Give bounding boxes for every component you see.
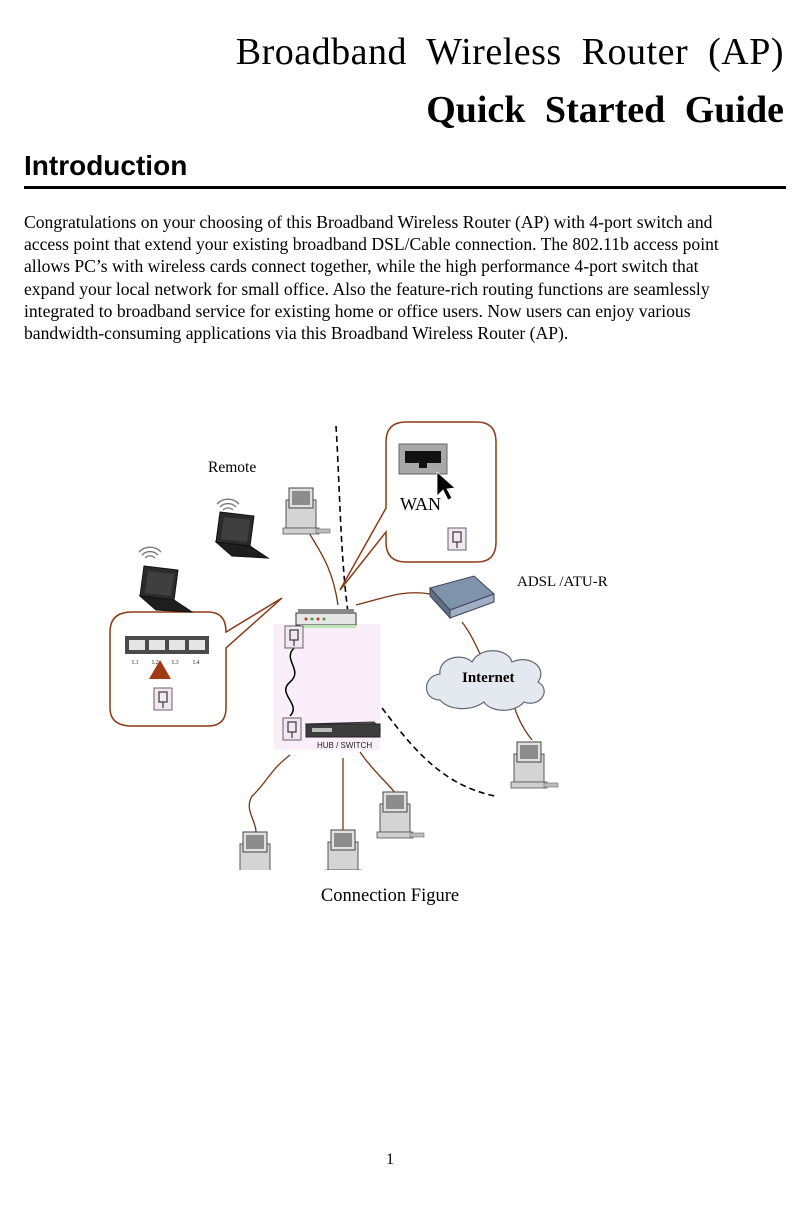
hub-switch-icon	[304, 721, 382, 738]
network-boundary-dashed	[335, 425, 496, 797]
wan-jack-icon	[447, 527, 467, 551]
lan-callout	[109, 597, 283, 727]
laptop-icon	[215, 511, 269, 559]
hub-jack-icon	[282, 717, 302, 741]
wifi-icon	[216, 498, 240, 511]
router-jack-icon	[284, 625, 304, 649]
document-subtitle: Quick Started Guide	[426, 89, 784, 131]
lan-pointer-triangle	[149, 660, 171, 679]
laptop-icon	[139, 565, 193, 613]
wifi-icon	[138, 546, 162, 559]
paragraph-line: integrated to broadband service for exis…	[24, 300, 691, 321]
paragraph-line: expand your local network for small offi…	[24, 278, 710, 299]
internet-label: Internet	[462, 670, 515, 686]
port-label: L3	[172, 660, 179, 666]
port-label: L2	[152, 660, 159, 666]
paragraph-line: Congratulations on your choosing of this…	[24, 212, 713, 232]
paragraph-line: bandwidth-consuming applications via thi…	[24, 323, 569, 344]
lan-jack-icon	[153, 687, 173, 711]
port-label: L4	[193, 660, 200, 666]
adsl-modem-icon	[429, 575, 495, 620]
remote-label: Remote	[208, 459, 256, 476]
hub-switch-label: HUB / SWITCH	[317, 741, 372, 750]
desktop-computer-icon	[376, 791, 425, 839]
intro-paragraph: Congratulations on your choosing of this…	[24, 211, 786, 344]
paragraph-line: allows PC’s with wireless cards connect …	[24, 256, 699, 277]
figure-caption: Connection Figure	[320, 886, 460, 906]
port-label: L1	[132, 660, 139, 666]
desktop-computer-icon	[236, 831, 285, 870]
lan-ports-icon	[125, 636, 209, 654]
wan-port-icon	[398, 443, 448, 475]
heading-rule	[24, 186, 786, 189]
connection-figure: WAN L1 L2 L3 L4 Remote ADSL /ATU-R	[109, 421, 608, 870]
section-heading: Introduction	[24, 150, 188, 181]
cursor-arrow-icon	[436, 471, 456, 501]
desktop-computer-icon	[510, 741, 559, 789]
desktop-computer-icon	[324, 829, 373, 870]
paragraph-line: access point that extend your existing b…	[24, 234, 719, 255]
document-title: Broadband Wireless Router (AP)	[235, 31, 784, 73]
page-number: 1	[386, 1151, 394, 1168]
desktop-computer-icon	[282, 487, 331, 535]
router-icon	[295, 609, 357, 628]
internet-cloud-icon	[425, 650, 545, 711]
router-hub-link	[285, 647, 296, 717]
adsl-label: ADSL /ATU-R	[517, 574, 608, 590]
wan-label: WAN	[400, 494, 441, 514]
